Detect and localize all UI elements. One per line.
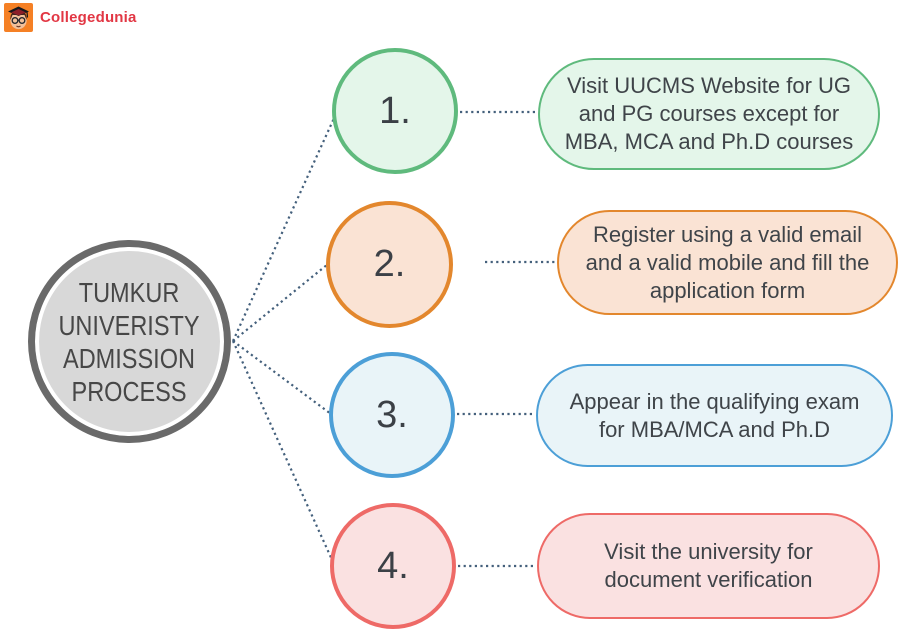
step-text-2: Register using a valid email and a valid… bbox=[585, 221, 870, 303]
hub-title-line-4: PROCESS bbox=[71, 375, 188, 407]
step-box-4: Visit the university for document verifi… bbox=[537, 513, 880, 619]
brand-header: Collegedunia bbox=[4, 3, 137, 32]
step-circle-2: 2. bbox=[326, 201, 453, 328]
hub-circle: TUMKUR UNIVERISTY ADMISSION PROCESS bbox=[28, 240, 231, 443]
hub-title-line-2: UNIVERISTY bbox=[58, 309, 201, 341]
hub-title-line-3: ADMISSION bbox=[63, 342, 196, 374]
connector-hub-step2 bbox=[232, 263, 329, 342]
collegedunia-logo-icon bbox=[4, 3, 33, 32]
step-number-3: 3. bbox=[376, 393, 408, 436]
step-text-1: Visit UUCMS Website for UG and PG course… bbox=[564, 73, 854, 154]
step-circle-1: 1. bbox=[332, 48, 458, 174]
step-circle-4: 4. bbox=[330, 503, 456, 629]
brand-wordmark: Collegedunia bbox=[40, 9, 137, 26]
step-text-4: Visit the university for document verifi… bbox=[604, 539, 813, 592]
hub-title: TUMKUR UNIVERISTY ADMISSION PROCESS bbox=[59, 276, 200, 408]
step-circle-3: 3. bbox=[329, 352, 455, 478]
step-number-2: 2. bbox=[373, 243, 406, 285]
step-box-3: Appear in the qualifying exam for MBA/MC… bbox=[536, 364, 893, 467]
connector-hub-step3 bbox=[232, 340, 332, 415]
hub-title-line-1: TUMKUR bbox=[79, 276, 180, 308]
connector-hub-step4 bbox=[231, 340, 335, 563]
step-number-1: 1. bbox=[379, 89, 411, 132]
step-text-3: Appear in the qualifying exam for MBA/MC… bbox=[569, 388, 860, 442]
connector-hub-step1 bbox=[231, 115, 337, 342]
step-number-4: 4. bbox=[377, 544, 409, 587]
step-box-1: Visit UUCMS Website for UG and PG course… bbox=[538, 58, 880, 170]
step-box-2: Register using a valid email and a valid… bbox=[557, 210, 898, 315]
